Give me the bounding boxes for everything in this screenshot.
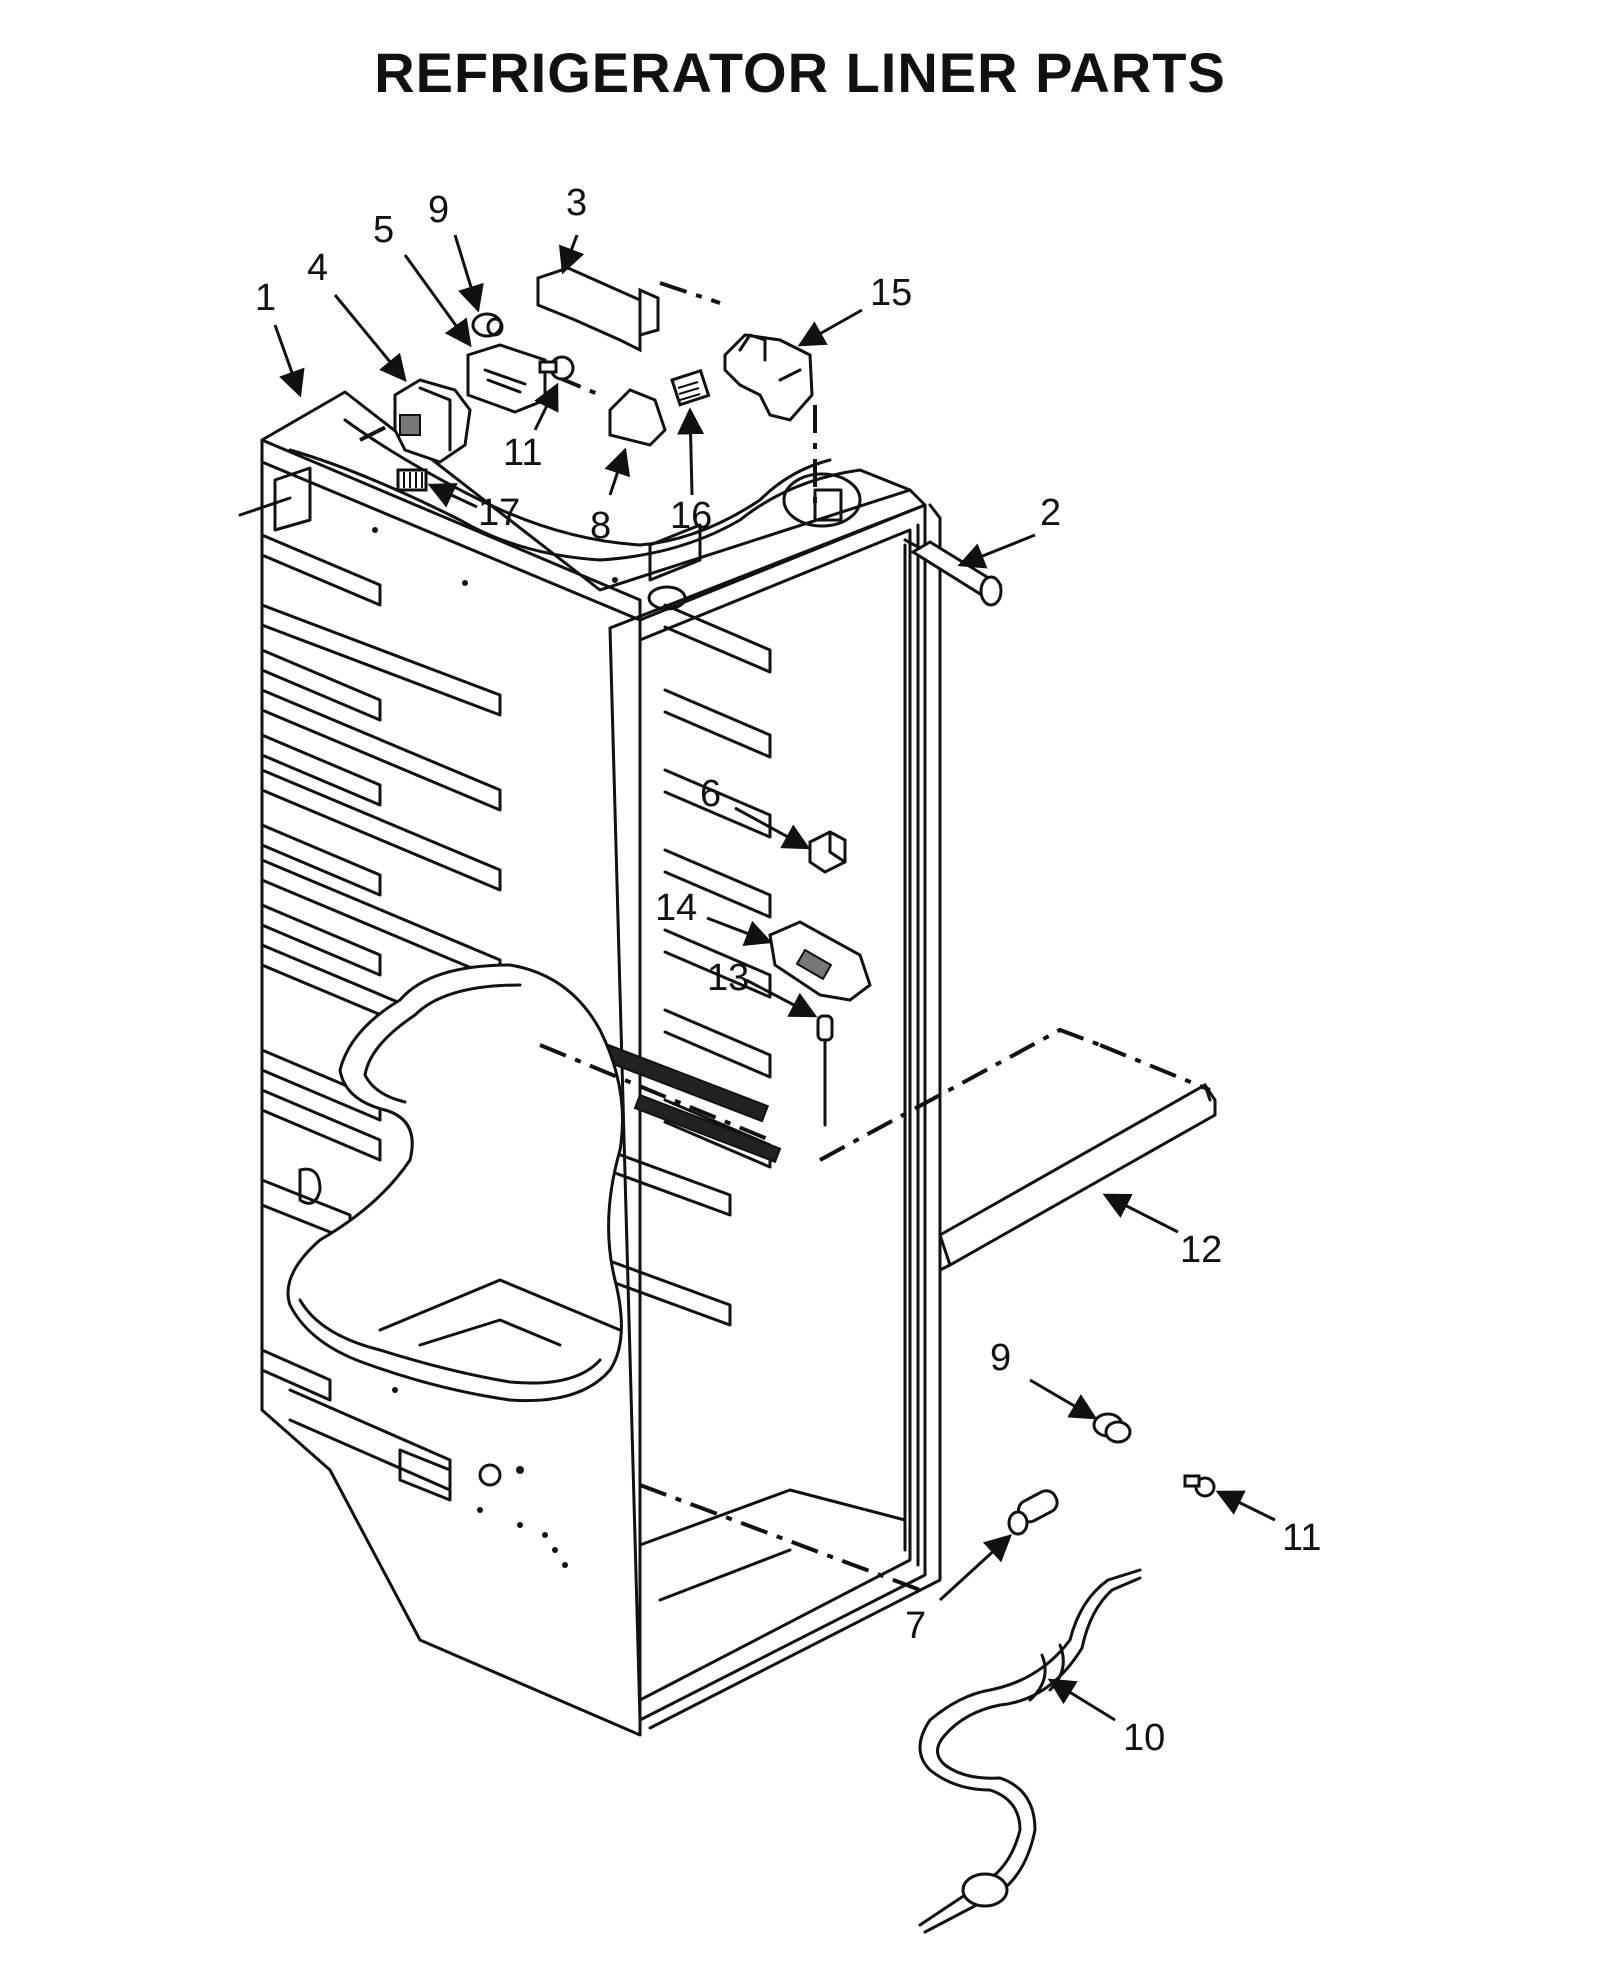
part-12-shelf-trim (938, 1043, 1217, 1272)
part-2-water-filter (903, 538, 1003, 607)
callout-labels: 1 2 3 4 5 6 7 8 9 9 10 11 11 12 13 14 15… (255, 182, 1321, 1759)
callout-14: 14 (655, 887, 697, 929)
callout-10: 10 (1123, 1717, 1165, 1759)
diagram-title: REFRIGERATOR LINER PARTS (374, 41, 1226, 104)
callout-15: 15 (870, 272, 912, 314)
callout-7: 7 (905, 1605, 926, 1647)
part-5-housing (466, 343, 547, 414)
part-16-lens (670, 368, 711, 407)
callout-9-lower: 9 (990, 1337, 1011, 1379)
callout-1: 1 (255, 277, 276, 319)
callout-8: 8 (590, 505, 611, 547)
part-10-water-tube (918, 1568, 1142, 1934)
part-17-terminal (396, 468, 428, 492)
callout-2: 2 (1040, 492, 1061, 534)
part-6-switch (808, 830, 847, 874)
callout-4: 4 (307, 247, 328, 289)
part-9-socket-lower (1092, 1412, 1132, 1444)
leader-lines (273, 234, 1276, 1722)
part-7-fitting (1007, 1489, 1059, 1536)
callout-11-lower: 11 (1282, 1517, 1321, 1559)
callout-6: 6 (700, 773, 721, 815)
part-11-bulb-top (538, 355, 575, 381)
part-15-housing (723, 333, 814, 422)
callout-5: 5 (373, 209, 394, 251)
part-3-bracket (536, 266, 660, 353)
callout-12: 12 (1180, 1229, 1222, 1271)
callout-9-top: 9 (428, 189, 449, 231)
part-11-bulb-lower (1183, 1474, 1216, 1498)
part-4-control-module (393, 378, 472, 464)
part-9-socket-top (471, 312, 504, 338)
part-13-thermistor (816, 1014, 834, 1127)
callout-11-top: 11 (503, 432, 542, 474)
callout-17: 17 (478, 492, 520, 534)
part-14-light-housing (768, 920, 872, 1002)
callout-13: 13 (707, 957, 749, 999)
part-8-shield (608, 388, 667, 447)
liner-part-1 (238, 390, 942, 1737)
callout-16: 16 (670, 495, 712, 537)
callout-3: 3 (566, 182, 587, 224)
